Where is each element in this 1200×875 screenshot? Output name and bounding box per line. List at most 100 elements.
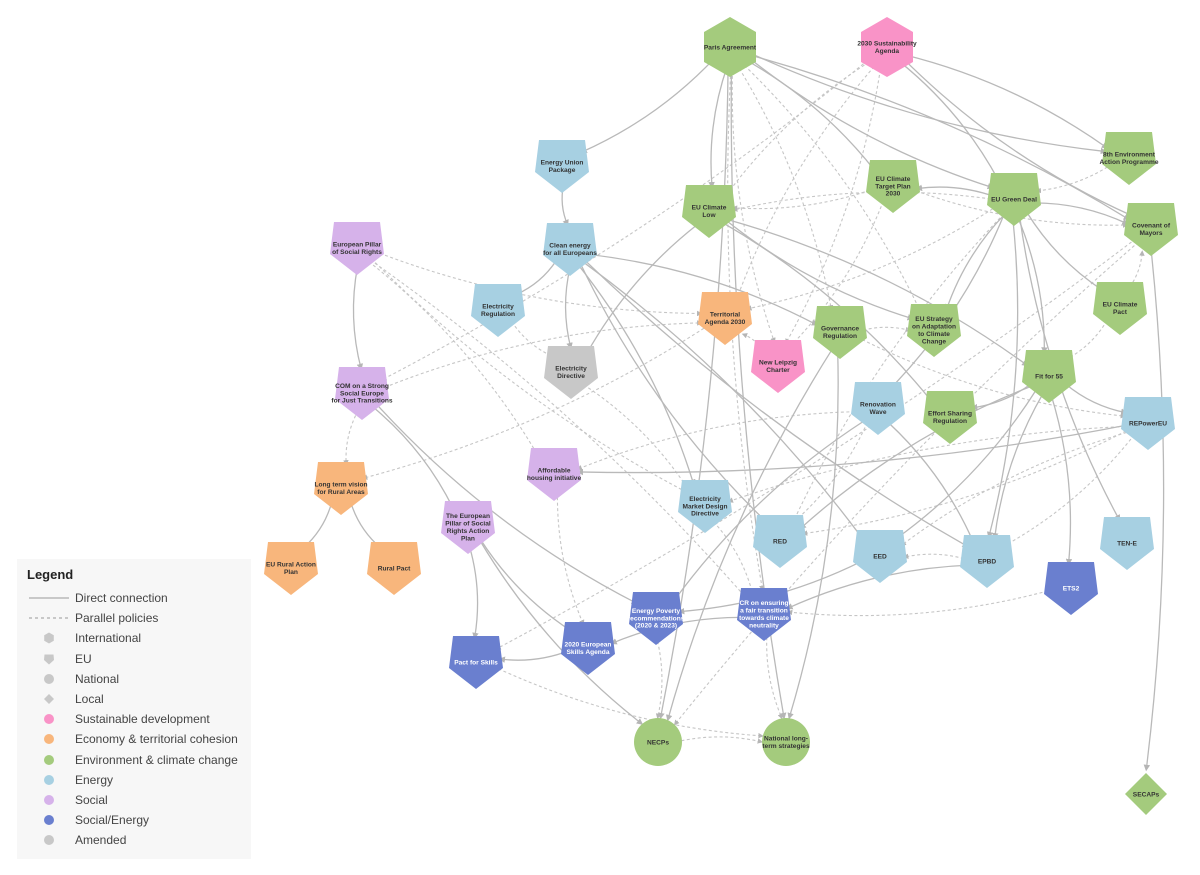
node-red[interactable]: RED — [753, 515, 807, 568]
parallel-link-housing-to-skills_agenda — [556, 491, 585, 626]
direct-link-com_social-to-pillar_action — [372, 406, 454, 510]
node-shape-diam — [1125, 773, 1167, 815]
legend-item-social-energy: Social/Energy — [27, 810, 241, 830]
node-shape-pent — [737, 588, 791, 641]
diamond-icon — [23, 693, 75, 705]
node-green_deal[interactable]: EU Green Deal — [987, 173, 1041, 226]
node-shape-pent — [753, 515, 807, 568]
node-label: RED — [773, 538, 787, 545]
direct-link-pillar_action-to-pact_skills — [468, 544, 479, 640]
direct-link-clean_energy-to-market_design — [577, 264, 696, 486]
orange-dot-icon — [23, 733, 75, 745]
direct-link-rural_vision-to-rural_action — [302, 503, 333, 549]
direct-link-clean_energy-to-elec_directive — [564, 266, 573, 350]
parallel-link-covenant-to-necps — [673, 241, 1139, 726]
node-epbd[interactable]: EPBD — [960, 535, 1014, 588]
grey-dot-icon — [23, 834, 75, 846]
legend-label: Social/Energy — [75, 813, 150, 828]
parallel-link-renovation-to-red — [793, 422, 868, 523]
node-shape-pent — [751, 340, 805, 393]
node-shape-pent — [330, 222, 384, 275]
node-label: National long-term strategies — [762, 736, 810, 750]
node-shape-pent — [866, 160, 920, 213]
node-shape-pent — [335, 367, 389, 420]
node-pact_skills[interactable]: Pact for Skills — [449, 636, 503, 689]
node-shape-pent — [441, 501, 495, 554]
pentagon-icon — [23, 653, 75, 665]
direct-link-paris-to-climate_target — [743, 58, 876, 172]
node-necps[interactable]: NECPs — [634, 718, 682, 766]
node-shape-pent — [1100, 517, 1154, 570]
parallel-link-renovation-to-housing — [576, 411, 861, 471]
legend-item-eu: EU — [27, 649, 241, 669]
direct-link-pillar_social-to-com_social — [352, 265, 364, 371]
node-national_lt[interactable]: National long-term strategies — [762, 718, 810, 766]
node-rural_pact[interactable]: Rural Pact — [367, 542, 421, 595]
parallel-link-agenda2030-to-territorial — [736, 62, 879, 299]
node-shape-pent — [923, 391, 977, 444]
parallel-link-paris-to-adaptation — [740, 61, 921, 312]
parallel-link-eap8-to-green_deal — [1035, 163, 1113, 194]
node-label: Rural Pact — [378, 565, 411, 572]
node-shape-pent — [851, 382, 905, 435]
node-secaps[interactable]: SECAPs — [1125, 773, 1167, 815]
node-eed[interactable]: EED — [853, 530, 907, 583]
parallel-link-paris-to-fair_transition — [727, 64, 765, 592]
node-tene[interactable]: TEN-E — [1100, 517, 1154, 570]
direct-link-green_deal-to-epbd — [986, 216, 1019, 539]
node-shape-circ — [634, 718, 682, 766]
direct-link-paris-to-eap8 — [747, 51, 1108, 155]
node-shape-pent — [1044, 562, 1098, 615]
legend-item-amended: Amended — [27, 830, 241, 850]
node-fit55[interactable]: Fit for 55 — [1022, 350, 1076, 403]
node-paris[interactable]: Paris Agreement — [704, 17, 757, 77]
node-shape-pent — [1093, 282, 1147, 335]
direct-link-governance-to-national_lt — [787, 349, 839, 720]
direct-link-clean_energy-to-governance — [587, 253, 819, 326]
parallel-link-repower-to-epbd — [1004, 434, 1135, 546]
node-shape-pent — [544, 346, 598, 399]
node-shape-pent — [314, 462, 368, 515]
node-ets2[interactable]: ETS2 — [1044, 562, 1098, 615]
node-shape-pent — [1121, 397, 1175, 450]
direct-link-clean_energy-to-epbd — [583, 259, 969, 548]
parallel-link-climate_pact-to-covenant — [1126, 250, 1145, 292]
parallel-link-green_deal-to-climate_law — [731, 191, 997, 212]
direct-link-com_social-to-energy_poverty — [375, 403, 639, 605]
node-repower[interactable]: REPowerEU — [1121, 397, 1175, 450]
node-shape-hex — [704, 17, 756, 77]
